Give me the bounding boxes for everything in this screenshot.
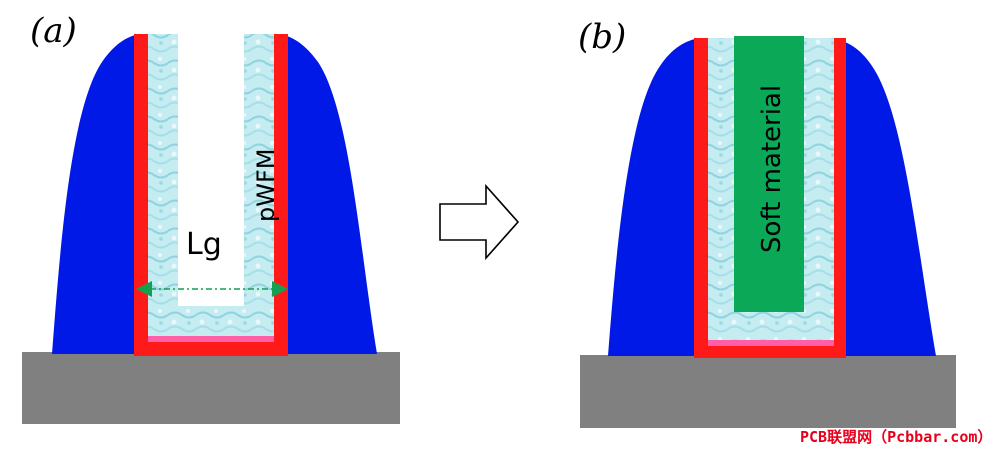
lg-label: Lg bbox=[186, 227, 222, 262]
pink-layer-a bbox=[148, 336, 274, 342]
gate-trench-a bbox=[178, 34, 244, 306]
process-arrow-icon bbox=[439, 183, 520, 261]
substrate-b bbox=[580, 355, 956, 428]
lg-dimension-arrow bbox=[136, 281, 288, 297]
panel-a: (a) Lg pWFM bbox=[22, 11, 400, 424]
panel-a-label: (a) bbox=[30, 11, 77, 51]
panel-b-label: (b) bbox=[578, 17, 626, 57]
pwfm-label: pWFM bbox=[252, 149, 280, 222]
pink-layer-b bbox=[708, 340, 834, 346]
watermark-text: PCB联盟网（Pcbbar.com） bbox=[800, 428, 992, 446]
substrate-a bbox=[22, 352, 400, 424]
panel-b: (b) Soft material bbox=[578, 17, 956, 428]
soft-material-label: Soft material bbox=[757, 85, 787, 253]
soft-material-block bbox=[734, 36, 804, 312]
